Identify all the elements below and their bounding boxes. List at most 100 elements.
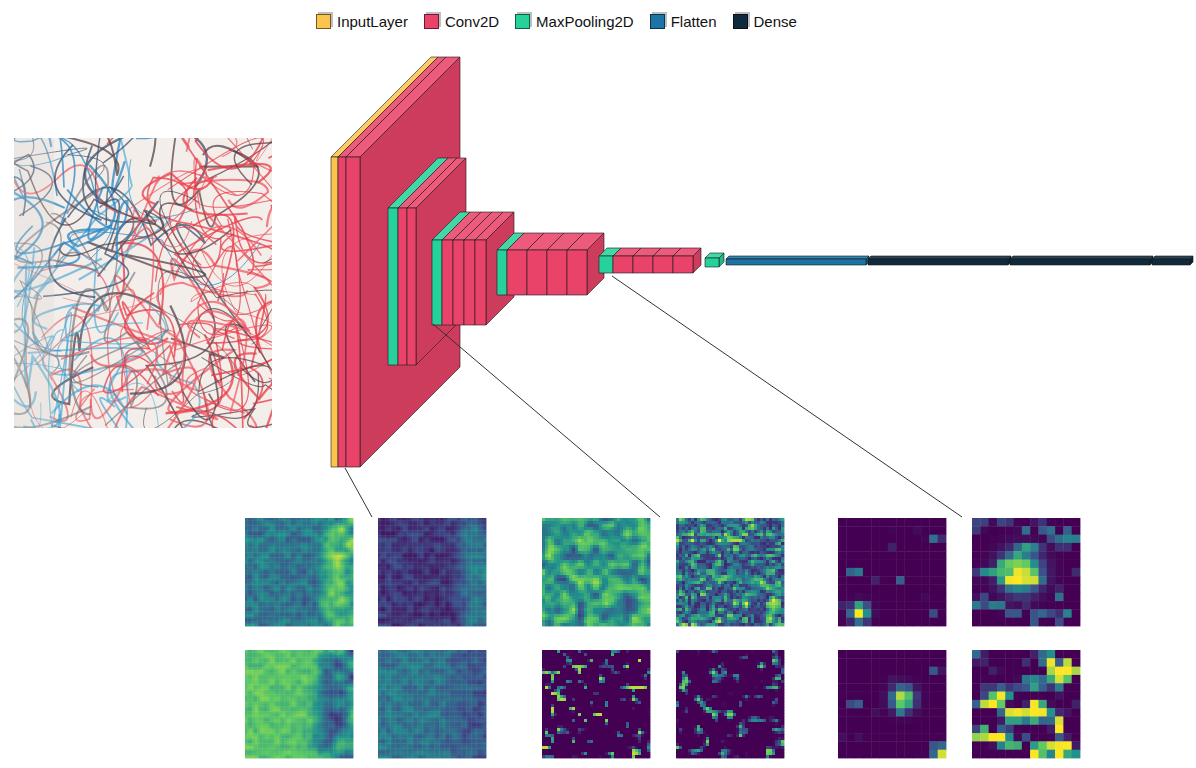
map-cell — [274, 624, 277, 627]
map-cell — [289, 572, 292, 575]
map-cell — [279, 611, 282, 614]
map-cell — [333, 557, 336, 560]
map-cell — [304, 589, 307, 592]
map-cell — [257, 535, 260, 538]
map-cell — [297, 570, 300, 573]
map-cell — [294, 574, 297, 577]
map-cell — [331, 543, 334, 546]
map-cell — [289, 557, 292, 560]
layer-front — [613, 256, 633, 273]
map-cell — [257, 557, 260, 560]
map-cell — [294, 550, 297, 553]
map-cell — [277, 557, 280, 560]
map-cell — [331, 528, 334, 531]
map-cell — [321, 547, 324, 550]
map-cell — [333, 594, 336, 597]
map-cell — [282, 520, 285, 523]
map-cell — [257, 545, 260, 548]
map-cell — [252, 587, 255, 590]
map-cell — [301, 601, 304, 604]
leader-line — [612, 276, 962, 517]
map-cell — [316, 550, 319, 553]
map-cell — [321, 560, 324, 563]
map-cell — [304, 621, 307, 624]
map-cell — [265, 565, 268, 568]
map-cell — [299, 611, 302, 614]
map-cell — [309, 601, 312, 604]
map-cell — [250, 611, 253, 614]
map-cell — [319, 557, 322, 560]
map-cell — [255, 604, 258, 607]
map-cell — [287, 601, 290, 604]
map-cell — [257, 570, 260, 573]
map-cell — [282, 582, 285, 585]
map-cell — [257, 533, 260, 536]
map-cell — [257, 594, 260, 597]
map-cell — [292, 557, 295, 560]
layer-front — [1152, 259, 1190, 265]
map-cell — [297, 560, 300, 563]
map-cell — [289, 619, 292, 622]
map-cell — [277, 562, 280, 565]
map-cell — [289, 601, 292, 604]
map-cell — [245, 597, 248, 600]
map-cell — [304, 619, 307, 622]
map-cell — [279, 601, 282, 604]
map-cell — [287, 572, 290, 575]
map-cell — [267, 594, 270, 597]
map-cell — [336, 614, 339, 617]
map-cell — [311, 535, 314, 538]
map-cell — [333, 604, 336, 607]
map-cell — [299, 528, 302, 531]
map-cell — [321, 545, 324, 548]
map-cell — [270, 621, 273, 624]
map-cell — [297, 555, 300, 558]
map-cell — [299, 560, 302, 563]
map-cell — [250, 619, 253, 622]
map-cell — [301, 560, 304, 563]
map-cell — [301, 604, 304, 607]
map-cell — [299, 619, 302, 622]
map-cell — [324, 619, 327, 622]
map-cell — [314, 528, 317, 531]
map-cell — [336, 562, 339, 565]
map-cell — [314, 584, 317, 587]
map-cell — [338, 550, 341, 553]
map-cell — [319, 614, 322, 617]
map-cell — [319, 560, 322, 563]
map-cell — [272, 589, 275, 592]
map-cell — [292, 579, 295, 582]
map-cell — [304, 611, 307, 614]
map-cell — [245, 592, 248, 595]
map-cell — [306, 609, 309, 612]
map-cell — [311, 599, 314, 602]
map-cell — [328, 577, 331, 580]
map-cell — [250, 543, 253, 546]
map-cell — [321, 587, 324, 590]
map-cell — [311, 540, 314, 543]
map-cell — [252, 535, 255, 538]
map-cell — [338, 604, 341, 607]
map-cell — [311, 528, 314, 531]
map-cell — [255, 574, 258, 577]
map-cell — [338, 597, 341, 600]
map-cell — [252, 525, 255, 528]
map-cell — [287, 552, 290, 555]
map-cell — [324, 567, 327, 570]
map-cell — [289, 560, 292, 563]
map-cell — [331, 545, 334, 548]
map-cell — [279, 609, 282, 612]
map-cell — [316, 587, 319, 590]
map-cell — [267, 619, 270, 622]
map-cell — [279, 584, 282, 587]
map-cell — [297, 547, 300, 550]
map-cell — [245, 565, 248, 568]
map-cell — [257, 547, 260, 550]
map-cell — [282, 616, 285, 619]
map-cell — [252, 594, 255, 597]
map-cell — [324, 606, 327, 609]
map-cell — [265, 609, 268, 612]
map-cell — [304, 567, 307, 570]
map-cell — [324, 547, 327, 550]
